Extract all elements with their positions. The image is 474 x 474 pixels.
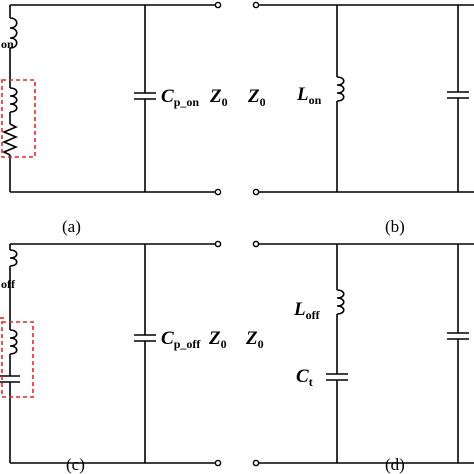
panel-d: Loff Ct (d)	[252, 240, 474, 474]
panel-c-top-terminal	[214, 240, 222, 248]
panel-a-highlight-box	[1, 79, 36, 158]
panel-a-resistor	[1, 123, 19, 156]
panel-b: Z0 Lon (b)	[247, 1, 474, 236]
panel-b-impedance-label: Z0	[247, 86, 266, 109]
panel-a-bottom-terminal	[214, 188, 222, 196]
panel-c-side-label: off	[1, 277, 16, 291]
panel-b-caption: (b)	[385, 217, 405, 236]
panel-a-series-inductor	[9, 17, 18, 49]
panel-c-series-inductor	[9, 249, 18, 267]
panel-a-side-label: on	[1, 37, 14, 51]
panel-d-caption: (d)	[385, 455, 405, 474]
panel-c: off Cp_off Z0 Z0 (c)	[0, 240, 264, 474]
panel-a-top-terminal	[214, 1, 222, 9]
panel-d-inductor-label: Loff	[293, 299, 321, 322]
panel-c-cap-label: Cp_off	[161, 328, 201, 351]
panel-a-impedance-label: Z0	[209, 86, 228, 109]
panel-c-impedance-label-right: Z0	[245, 328, 264, 351]
panel-a-cap-label: Cp_on	[161, 86, 199, 109]
panel-b-bottom-terminal	[252, 188, 260, 196]
panel-c-highlight-box	[1, 321, 34, 398]
panel-b-inductor-label: Lon	[296, 84, 322, 107]
panel-c-impedance-label-left: Z0	[208, 328, 227, 351]
panel-c-bottom-terminal	[214, 459, 222, 467]
panel-d-bottom-terminal	[252, 459, 260, 467]
panel-d-inductor	[336, 289, 345, 315]
panel-c-box-inductor	[9, 329, 18, 355]
panel-d-top-terminal	[252, 240, 260, 248]
panel-b-shunt-inductor	[336, 76, 345, 102]
panel-a-box-inductor	[9, 87, 18, 113]
panel-d-cap-label: Ct	[296, 366, 313, 389]
panel-b-top-terminal	[252, 1, 260, 9]
panel-c-caption: (c)	[66, 455, 85, 474]
panel-a: on Cp_on Z0 (a)	[1, 1, 228, 236]
panel-a-caption: (a)	[62, 217, 81, 236]
